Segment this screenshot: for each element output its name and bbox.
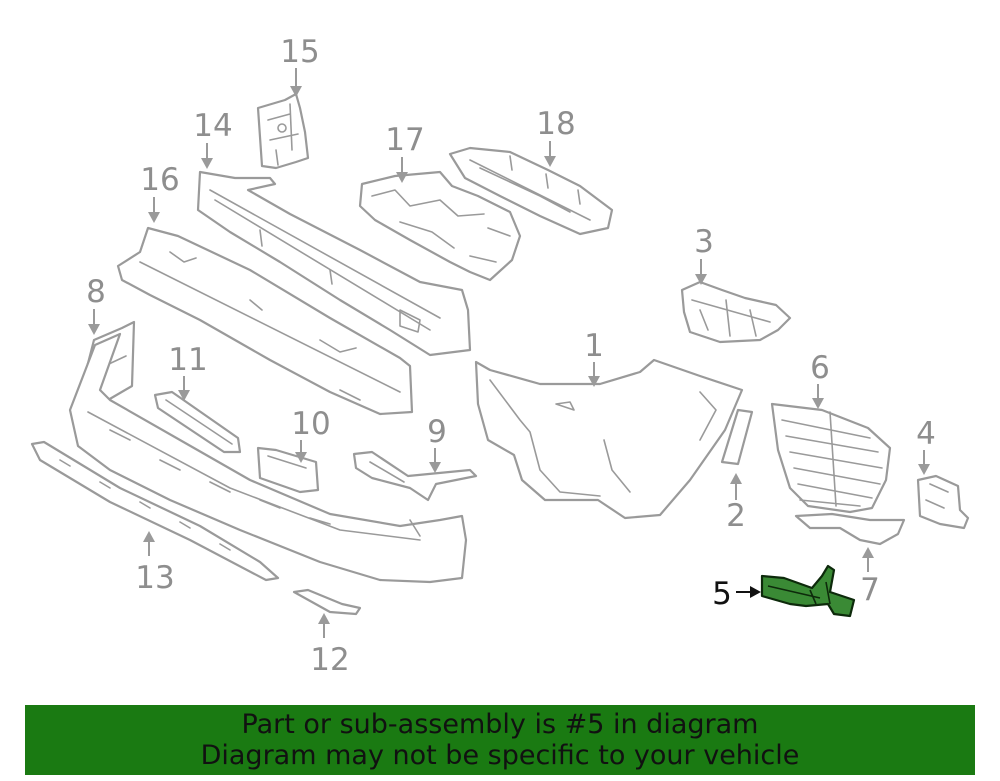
part-5-highlighted-bracket[interactable]	[760, 564, 856, 618]
part-17-bracket-assembly[interactable]	[358, 170, 522, 282]
svg-text:15: 15	[280, 34, 319, 70]
part-10-bracket[interactable]	[256, 446, 320, 494]
svg-text:12: 12	[310, 642, 349, 678]
svg-text:2: 2	[726, 498, 746, 534]
callout-17: 17	[385, 122, 425, 183]
svg-text:1: 1	[584, 328, 604, 364]
part-6-grille[interactable]	[770, 402, 892, 514]
svg-text:14: 14	[193, 108, 232, 144]
callout-6: 6	[810, 350, 830, 409]
part-16-absorber[interactable]	[116, 226, 414, 416]
svg-text:8: 8	[86, 274, 106, 310]
part-2-thin-trim[interactable]	[720, 408, 754, 466]
callout-3: 3	[694, 224, 714, 285]
callout-13: 13	[135, 531, 175, 596]
callout-11: 11	[168, 342, 208, 401]
part-11-grille-piece[interactable]	[153, 390, 242, 454]
svg-text:3: 3	[694, 224, 714, 260]
callout-2: 2	[726, 473, 746, 534]
callout-16: 16	[140, 162, 180, 223]
callout-18: 18	[536, 106, 576, 167]
svg-text:9: 9	[427, 414, 447, 450]
svg-text:4: 4	[916, 416, 936, 452]
svg-text:16: 16	[140, 162, 179, 198]
info-banner: Part or sub-assembly is #5 in diagram Di…	[25, 705, 975, 775]
callout-14: 14	[193, 108, 233, 169]
part-13-lower-strip[interactable]	[30, 440, 280, 582]
svg-text:11: 11	[168, 342, 207, 378]
parts-diagram: 15 14 16 17 18 3 8 11 1	[30, 34, 970, 678]
callout-15: 15	[280, 34, 320, 97]
callout-7: 7	[860, 547, 880, 608]
svg-text:7: 7	[860, 572, 880, 608]
svg-text:10: 10	[291, 406, 330, 442]
callout-12: 12	[310, 613, 350, 678]
part-4-side-bracket[interactable]	[916, 474, 970, 530]
part-12-small-trim[interactable]	[292, 588, 362, 616]
callout-4: 4	[916, 416, 936, 475]
svg-text:18: 18	[536, 106, 575, 142]
callout-9: 9	[427, 414, 447, 473]
banner-line-part-number: Part or sub-assembly is #5 in diagram	[241, 709, 759, 740]
banner-line-disclaimer: Diagram may not be specific to your vehi…	[200, 740, 800, 771]
part-3-side-bracket[interactable]	[680, 280, 792, 344]
svg-text:17: 17	[385, 122, 424, 158]
part-18-grille-bracket[interactable]	[448, 146, 614, 236]
part-1-bumper-corner[interactable]	[474, 358, 744, 520]
callout-5: 5	[712, 576, 761, 612]
callout-10: 10	[291, 406, 331, 463]
callout-1: 1	[584, 328, 604, 387]
callout-8: 8	[86, 274, 106, 335]
svg-text:5: 5	[712, 576, 732, 612]
part-14-reinforcement-beam[interactable]	[196, 170, 472, 357]
part-7-lower-trim[interactable]	[794, 512, 906, 546]
part-9-bracket[interactable]	[352, 450, 478, 502]
part-bumper-lower-cover[interactable]	[68, 332, 468, 584]
svg-text:6: 6	[810, 350, 830, 386]
part-15-bracket[interactable]	[256, 92, 310, 170]
svg-text:13: 13	[135, 560, 174, 596]
